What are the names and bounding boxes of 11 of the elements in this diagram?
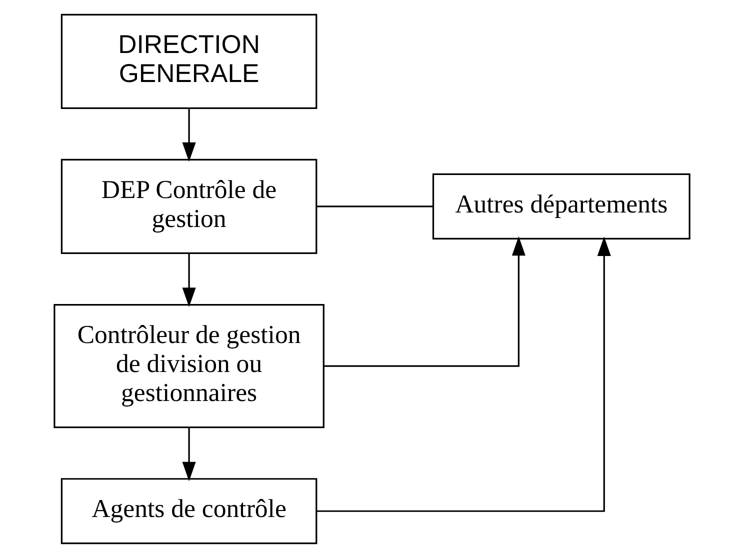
node-box: Agents de contrôle (60, 478, 318, 544)
node-box: DEP Contrôle de gestion (60, 158, 318, 254)
node-box: DIRECTION GENERALE (60, 14, 318, 109)
connector (316, 206, 433, 208)
arrow (182, 108, 196, 162)
arrow (182, 428, 196, 482)
node-box: Contrôleur de gestion de division ou gestionnaires (54, 304, 324, 428)
arrow (182, 253, 196, 307)
arrow (324, 236, 526, 367)
arrow (316, 236, 611, 512)
node-box: Autres départements (432, 173, 690, 240)
